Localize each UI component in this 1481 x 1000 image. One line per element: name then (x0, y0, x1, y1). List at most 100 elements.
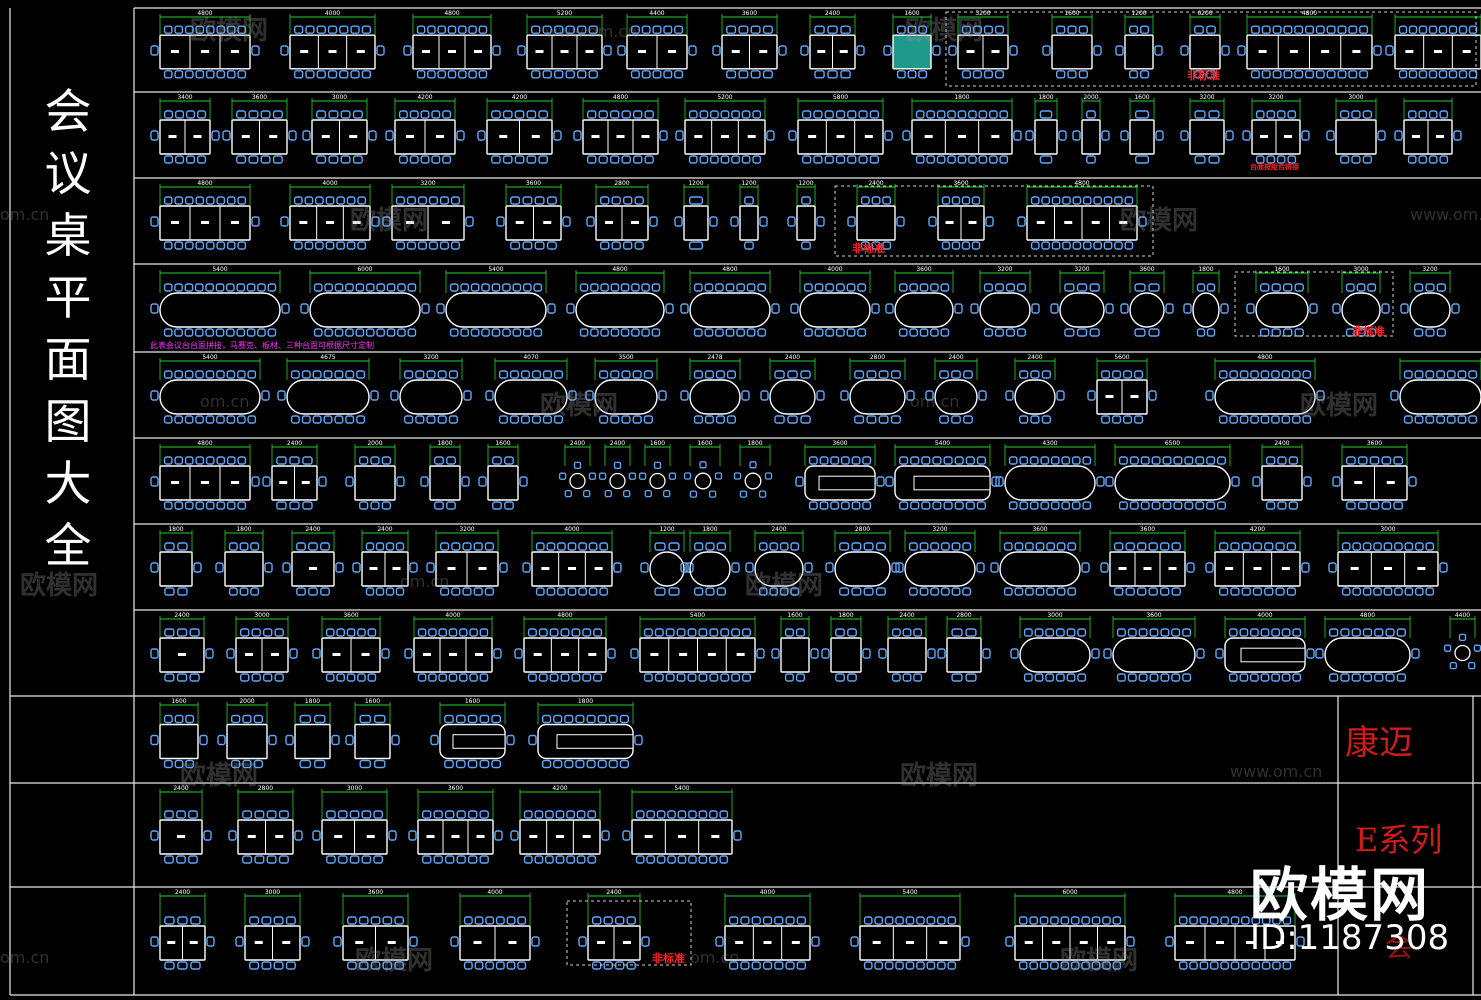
chair (237, 25, 247, 34)
chair-end (771, 648, 780, 659)
chair (863, 542, 874, 551)
chair (1178, 961, 1188, 970)
chair (1288, 501, 1299, 510)
chair (417, 628, 427, 637)
chair-end (603, 45, 612, 56)
chair-end (760, 390, 769, 401)
chair-end (1451, 303, 1460, 314)
chair (583, 489, 591, 498)
table-top (1112, 637, 1196, 673)
chair-end (885, 303, 894, 314)
chair (916, 961, 925, 970)
chair-end (586, 216, 595, 227)
chair (428, 241, 439, 250)
chair (1035, 587, 1045, 596)
chair (1425, 415, 1435, 424)
table-layout: 2000 (1072, 94, 1110, 164)
chair (195, 501, 205, 510)
chair (1250, 25, 1260, 34)
chair (902, 673, 912, 682)
chair (346, 628, 356, 637)
chair (1050, 916, 1059, 925)
table-mark (332, 653, 341, 656)
chair (1041, 370, 1052, 379)
chair (448, 673, 458, 682)
table-top (354, 723, 391, 760)
chair (492, 501, 502, 510)
custom-box (945, 11, 1477, 87)
chair (285, 916, 296, 925)
chair (355, 328, 365, 337)
table-layout: 1600 (771, 612, 819, 682)
chair (840, 456, 850, 465)
chair-end (1148, 390, 1157, 401)
table-mark (201, 481, 209, 484)
chair-end (709, 216, 718, 227)
table-layout: 1200 (730, 180, 768, 250)
chair (324, 328, 334, 337)
chair-end (876, 476, 885, 487)
chair-end (658, 390, 667, 401)
chair (1398, 70, 1408, 79)
chair (784, 673, 794, 682)
chair (1425, 542, 1435, 551)
table-mark (1064, 221, 1073, 224)
dimension-label: 1800 (578, 698, 593, 705)
chair (370, 456, 380, 465)
chair (1082, 196, 1092, 205)
chair (610, 328, 620, 337)
chair-end (825, 562, 834, 573)
table-mark (721, 135, 729, 138)
chair (184, 25, 194, 34)
chair (710, 110, 719, 119)
chair (440, 587, 450, 596)
chair (1086, 110, 1096, 119)
chair (1381, 456, 1392, 465)
chair (526, 155, 537, 164)
chair-end (285, 734, 294, 746)
chair (504, 501, 514, 510)
chair (978, 155, 988, 164)
chair (177, 542, 188, 551)
chair-end (1309, 303, 1318, 314)
chair (1351, 155, 1361, 164)
chair (1250, 415, 1259, 424)
chair (293, 241, 303, 250)
table-top (834, 551, 891, 587)
chair-end (1186, 562, 1195, 573)
chair (1055, 628, 1065, 637)
watermark-text: 欧模网 (540, 391, 619, 421)
chair (1199, 961, 1209, 970)
chair (1045, 628, 1055, 637)
chair (961, 196, 971, 205)
table-mark (271, 653, 279, 656)
chair (296, 587, 306, 596)
chair (1056, 587, 1066, 596)
chair (1271, 328, 1281, 337)
chair (643, 415, 654, 424)
chair (1468, 370, 1478, 379)
chair (814, 283, 824, 292)
chair (1078, 70, 1089, 79)
chair (1351, 628, 1361, 637)
chair (621, 110, 631, 119)
chair (1005, 328, 1015, 337)
chair (1139, 25, 1150, 34)
chair (316, 70, 326, 79)
chair (1040, 501, 1050, 510)
table-layout: 2400 (558, 440, 597, 498)
chair (226, 456, 236, 465)
chair (226, 370, 236, 379)
chair (174, 110, 185, 119)
chair (336, 196, 345, 205)
chair (951, 673, 963, 682)
dimension-label: 1600 (171, 698, 186, 705)
table-top (289, 205, 371, 241)
table-layout: 3600 (408, 785, 503, 864)
table-layout: 2000 (345, 440, 405, 510)
chair (994, 283, 1004, 292)
chair (455, 714, 466, 724)
table-top (445, 292, 547, 328)
chair (1271, 628, 1281, 637)
chair (459, 628, 468, 637)
